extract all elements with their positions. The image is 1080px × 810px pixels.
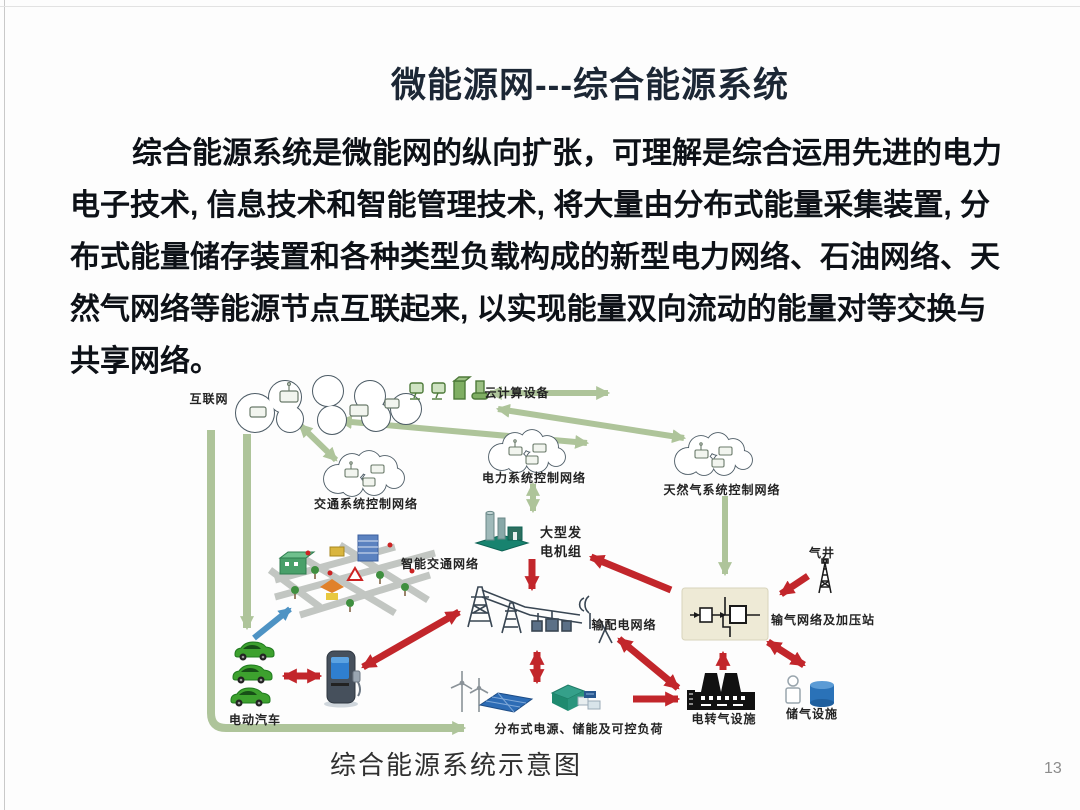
- wind-turbines-icon: [450, 671, 489, 712]
- internet-cloud-icon: [235, 375, 422, 435]
- smart-traffic-city-icon: [267, 534, 436, 619]
- diagram-caption: 综合能源系统示意图: [329, 751, 582, 780]
- storage-load-buildings-icon: [550, 684, 601, 711]
- slide-border-top: [0, 6, 1080, 7]
- label-transmission: 输配电网络: [591, 618, 657, 632]
- body-paragraph: 综合能源系统是微能网的纵向扩张，可理解是综合运用先进的电力 电子技术, 信息技术…: [70, 128, 1015, 388]
- label-internet: 互联网: [189, 392, 229, 406]
- charging-station-icon: [324, 650, 361, 708]
- gasnetwork-generator-flow: [589, 553, 673, 594]
- label-gas-control: 天然气系统控制网络: [663, 483, 781, 497]
- slide-title: 微能源网---综合能源系统: [391, 66, 789, 105]
- label-gas-well: 气井: [808, 546, 836, 560]
- label-gas-storage: 储气设施: [785, 707, 839, 721]
- label-cloud-computing: 云计算设备: [484, 386, 550, 400]
- body-line: 共享网络。: [70, 345, 220, 378]
- gasnetwork-storage-flow: [766, 639, 806, 668]
- body-line: 然气网络等能源节点互联起来, 以实现能量双向流动的能量对等交换与: [70, 293, 987, 326]
- cloud-computing-devices-icon: [409, 376, 489, 400]
- internet-to-distributed-pipe: [207, 430, 467, 735]
- body-line: 电子技术, 信息技术和智能管理技术, 将大量由分布式能量采集装置, 分: [70, 189, 991, 222]
- body-line: 综合能源系统是微能网的纵向扩张，可理解是综合运用先进的电力: [132, 137, 1002, 170]
- traffic-control-cloud-icon: [323, 450, 405, 497]
- transmission-network-icon: [467, 586, 613, 644]
- power-control-cloud-icon: [488, 429, 566, 473]
- energy-system-diagram: 互联网 云计算设备 交通系统控制网络 电力系统控制网络 天然气系统控制网络 智能…: [180, 375, 880, 747]
- gas-storage-icon: [785, 675, 834, 707]
- label-smart-traffic: 智能交通网络: [400, 557, 480, 571]
- label-traffic-control: 交通系统控制网络: [313, 497, 419, 511]
- label-ev: 电动汽车: [228, 713, 282, 727]
- label-large-generator: 大型发电机组: [539, 525, 582, 559]
- label-power-control: 电力系统控制网络: [481, 471, 587, 485]
- p2g-facility-icon: [687, 673, 755, 710]
- solar-panel-icon: [478, 692, 534, 713]
- page-number: 13: [1044, 760, 1062, 777]
- cloud-gascontrol-link: [495, 403, 687, 444]
- gaswell-gasnetwork-flow: [779, 573, 810, 597]
- gas-network-station-icon: [681, 587, 769, 641]
- internet-traffic-link: [297, 422, 339, 463]
- network-device-doodles: [249, 381, 400, 418]
- label-distributed: 分布式电源、储能及可控负荷: [494, 722, 664, 736]
- slide-border-left: [4, 0, 5, 810]
- red-arrows: [281, 553, 810, 707]
- diagram-canvas: [207, 375, 834, 735]
- ev-cars-icon: [230, 641, 275, 707]
- green-arrows: [207, 386, 732, 735]
- gas-well-derrick-icon: [818, 558, 832, 594]
- large-generator-icon: [474, 510, 530, 552]
- gas-control-cloud-icon: [674, 432, 753, 476]
- label-gas-network: 输气网络及加压站: [770, 613, 876, 627]
- ev-traffic-arrow: [252, 606, 292, 641]
- charger-grid-flow: [361, 608, 461, 671]
- body-line: 布式能量储存装置和各种类型负载构成的新型电力网络、石油网络、天: [70, 241, 1000, 274]
- grid-p2g-flow: [616, 636, 681, 691]
- label-p2g: 电转气设施: [691, 712, 757, 726]
